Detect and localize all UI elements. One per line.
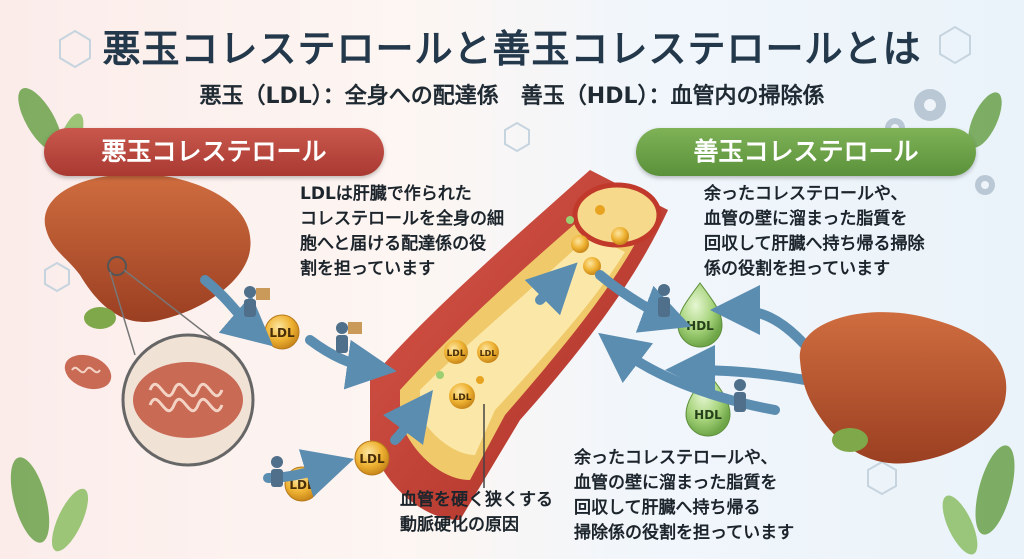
hdl-particle-label: HDL: [694, 408, 722, 422]
hdl-description-line: 余ったコレステロールや、: [704, 184, 908, 204]
mitochondria-small: [64, 354, 112, 390]
ldl-particle-label: LDL: [269, 326, 295, 340]
ldl-particle-label: LDL: [359, 452, 385, 466]
liver-right: [799, 312, 1007, 464]
hdl-description-line: 係の役割を担っています: [704, 259, 891, 279]
good-cholesterol-label: 善玉コレステロール: [636, 128, 976, 176]
hexagon-decoration: [44, 25, 971, 496]
ldl-particle-label: LDL: [480, 349, 497, 358]
ldl-description-line: 胞へと届ける配達係の役: [300, 234, 487, 254]
hdl-particle-label: HDL: [686, 319, 714, 333]
artery-note-line: 血管を硬く狭くする: [400, 490, 553, 510]
worker-figures: [244, 284, 746, 487]
ldl-particle-label: LDL: [453, 393, 472, 403]
hdl-description-top: 余ったコレステロールや、 血管の壁に溜まった脂質を 回収して肝臓へ持ち帰る掃除 …: [704, 182, 994, 282]
ldl-description-line: コレステロールを全身の細: [300, 209, 504, 229]
leaf-decoration: [10, 88, 1015, 555]
hdl-description-line: 掃除係の役割を担っています: [574, 523, 795, 543]
hdl-particle-group: HDL HDL: [677, 282, 731, 437]
hdl-description-line: 余ったコレステロールや、: [574, 448, 778, 468]
hdl-description-bottom: 余ったコレステロールや、 血管の壁に溜まった脂質を 回収して肝臓へ持ち帰る 掃除…: [574, 446, 834, 546]
hdl-description-line: 血管の壁に溜まった脂質を: [574, 473, 778, 493]
ldl-description: LDLは肝臓で作られた コレステロールを全身の細 胞へと届ける配達係の役 割を担…: [300, 182, 550, 282]
hdl-description-line: 血管の壁に溜まった脂質を: [704, 209, 908, 229]
ldl-description-line: LDLは肝臓で作られた: [300, 184, 472, 204]
artery-note-line: 動脈硬化の原因: [400, 515, 519, 535]
ldl-particle-label: LDL: [447, 349, 466, 359]
liver-left: [44, 174, 251, 329]
artery-note: 血管を硬く狭くする 動脈硬化の原因: [400, 488, 600, 538]
page-title: 悪玉コレステロールと善玉コレステロールとは: [102, 27, 922, 71]
bad-cholesterol-label: 悪玉コレステロール: [44, 128, 384, 176]
ldl-description-line: 割を担っています: [300, 259, 436, 279]
magnified-cell: [107, 256, 255, 467]
hdl-description-line: 回収して肝臓へ持ち帰る: [574, 498, 761, 518]
hdl-description-line: 回収して肝臓へ持ち帰る掃除: [704, 234, 925, 254]
page-subtitle: 悪玉（LDL）：全身への配達係 善玉（HDL）：血管内の掃除係: [199, 84, 825, 109]
